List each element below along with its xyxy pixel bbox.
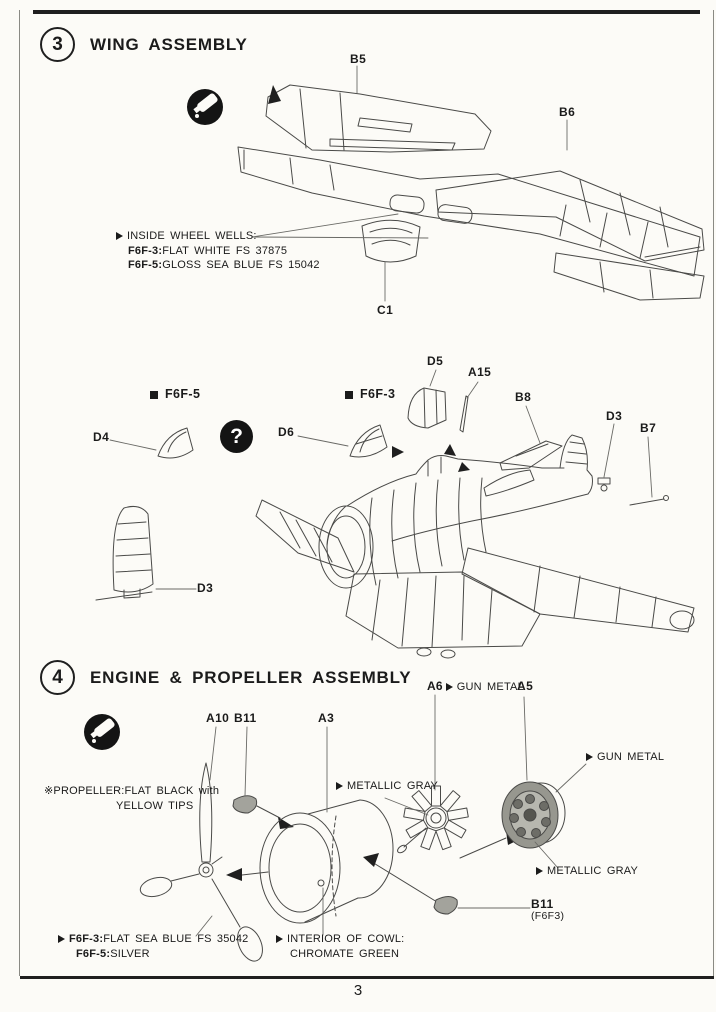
triangle-pointer-icon bbox=[336, 782, 343, 791]
triangle-pointer-icon bbox=[116, 232, 123, 241]
cement-icon bbox=[84, 714, 120, 750]
part-label-b6: B6 bbox=[559, 105, 576, 119]
page-border-left bbox=[19, 10, 20, 976]
reference-mark-icon: ※ bbox=[44, 785, 54, 797]
step-number-badge: 4 bbox=[40, 660, 75, 695]
part-label-c1: C1 bbox=[377, 303, 394, 317]
step-number-badge: 3 bbox=[40, 27, 75, 62]
triangle-pointer-icon bbox=[586, 753, 593, 762]
cement-icon bbox=[187, 89, 223, 125]
part-label-a6: A6 bbox=[427, 679, 443, 693]
triangle-pointer-icon bbox=[445, 683, 453, 692]
section4-header: 4 ENGINE & PROPELLER ASSEMBLY bbox=[40, 660, 411, 695]
fuselage-leader-lines bbox=[109, 369, 653, 590]
page-border-bottom bbox=[20, 976, 714, 979]
triangle-pointer-icon bbox=[536, 867, 543, 876]
part-label-b11-top: B11 bbox=[234, 711, 257, 725]
part-label-b5: B5 bbox=[350, 52, 367, 66]
square-bullet-icon bbox=[150, 390, 158, 399]
page-border-top bbox=[33, 10, 700, 14]
metallic-gray-plate-callout: METALLIC GRAY bbox=[536, 864, 638, 879]
engine-back-plate bbox=[501, 781, 566, 849]
wheel-wells-header: INSIDE WHEEL WELLS: bbox=[116, 229, 320, 244]
part-label-a5: A5 bbox=[517, 679, 534, 693]
part-label-b11-bottom: B11 bbox=[531, 897, 554, 911]
part-label-a15: A15 bbox=[468, 365, 492, 379]
part-label-a3: A3 bbox=[318, 711, 335, 725]
section4-leader-lines bbox=[195, 694, 587, 937]
fuselage-drawing bbox=[95, 387, 695, 659]
part-label-d6: D6 bbox=[278, 425, 295, 439]
part-label-d5: D5 bbox=[427, 354, 444, 368]
wheel-wells-f6f3: F6F-3:FLAT WHITE FS 37875 bbox=[128, 244, 288, 257]
gun-metal-a5-callout: GUN METAL bbox=[586, 750, 664, 765]
part-label-b8: B8 bbox=[515, 390, 532, 404]
metallic-gray-engine-callout: METALLIC GRAY bbox=[336, 779, 438, 794]
cowl-interior-note: INTERIOR OF COWL: CHROMATE GREEN bbox=[276, 932, 404, 961]
wheel-wells-note: INSIDE WHEEL WELLS: F6F-3:FLAT WHITE FS … bbox=[116, 229, 320, 273]
page-number: 3 bbox=[353, 982, 363, 999]
propeller-paint-note: ※PROPELLER:FLAT BLACK with YELLOW TIPS bbox=[44, 785, 220, 812]
cowl-paint-note: F6F-3:FLAT SEA BLUE FS 35042 F6F-5:SILVE… bbox=[58, 932, 249, 961]
part-label-b7: B7 bbox=[640, 421, 657, 435]
triangle-pointer-icon bbox=[58, 935, 65, 944]
triangle-pointer-icon bbox=[276, 935, 283, 944]
part-label-b11-variant: (F6F3) bbox=[531, 910, 565, 922]
section4-title: ENGINE & PROPELLER ASSEMBLY bbox=[90, 667, 412, 687]
part-label-a10: A10 bbox=[206, 711, 230, 725]
section3-header: 3 WING ASSEMBLY bbox=[40, 27, 248, 62]
square-bullet-icon bbox=[345, 390, 353, 399]
section3-title: WING ASSEMBLY bbox=[90, 34, 248, 54]
part-label-d4: D4 bbox=[93, 430, 110, 444]
part-label-d3-left: D3 bbox=[197, 581, 214, 595]
wheel-wells-f6f5: F6F-5:GLOSS SEA BLUE FS 15042 bbox=[128, 259, 320, 271]
page-border-right bbox=[713, 10, 714, 976]
variant-label-f6f5: F6F-5 bbox=[150, 387, 200, 401]
variant-label-f6f3: F6F-3 bbox=[345, 387, 395, 401]
part-label-d3-right: D3 bbox=[606, 409, 623, 423]
radial-engine bbox=[397, 785, 469, 854]
question-mark-icon: ? bbox=[220, 420, 253, 453]
